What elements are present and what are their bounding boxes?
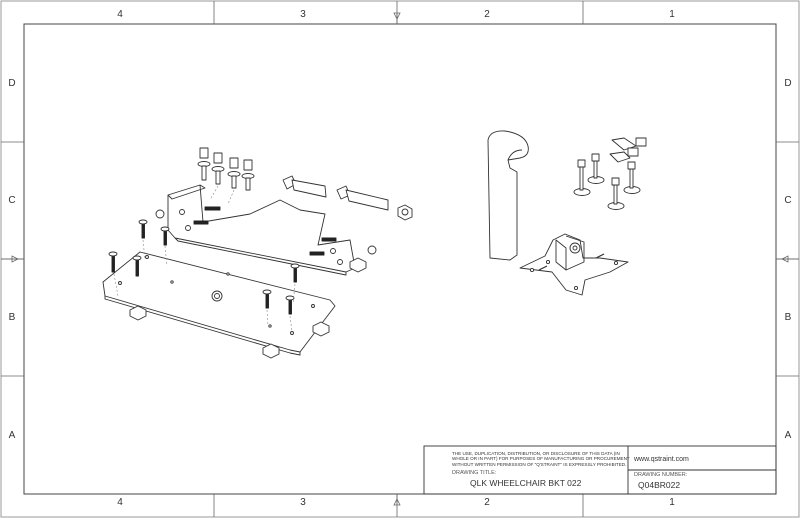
drawing-title-label: DRAWING TITLE:	[452, 470, 497, 476]
zone-row-left-b: B	[8, 312, 16, 323]
zone-row-right-a: A	[784, 430, 792, 441]
zone-row-left-d: D	[8, 78, 16, 89]
title-block-frame	[423, 445, 777, 495]
zone-col-bottom-4: 4	[117, 497, 123, 508]
drawing-number-label: DRAWING NUMBER:	[634, 472, 688, 478]
zone-col-bottom-1: 1	[669, 497, 675, 508]
zone-col-bottom-3: 3	[300, 497, 306, 508]
website: www.qstraint.com	[634, 456, 689, 463]
zone-col-bottom-2: 2	[484, 497, 490, 508]
zone-row-left-a: A	[8, 430, 16, 441]
centering-marks	[1, 12, 799, 506]
zone-col-top-4: 4	[117, 9, 123, 20]
zone-row-right-d: D	[784, 78, 792, 89]
drawing-number: Q04BR022	[638, 480, 681, 490]
zone-col-top-1: 1	[669, 9, 675, 20]
proprietary-notice: THE USE, DUPLICATION, DISTRIBUTION, OR D…	[452, 451, 630, 467]
zone-row-right-b: B	[784, 312, 792, 323]
drawing-title: QLK WHEELCHAIR BKT 022	[470, 478, 582, 488]
zone-row-left-c: C	[8, 195, 16, 206]
zone-row-right-c: C	[784, 195, 792, 206]
zone-col-top-2: 2	[484, 9, 490, 20]
zone-col-top-3: 3	[300, 9, 306, 20]
mount-assembly-drawing	[487, 130, 647, 296]
bracket-assembly-drawing	[102, 147, 413, 359]
